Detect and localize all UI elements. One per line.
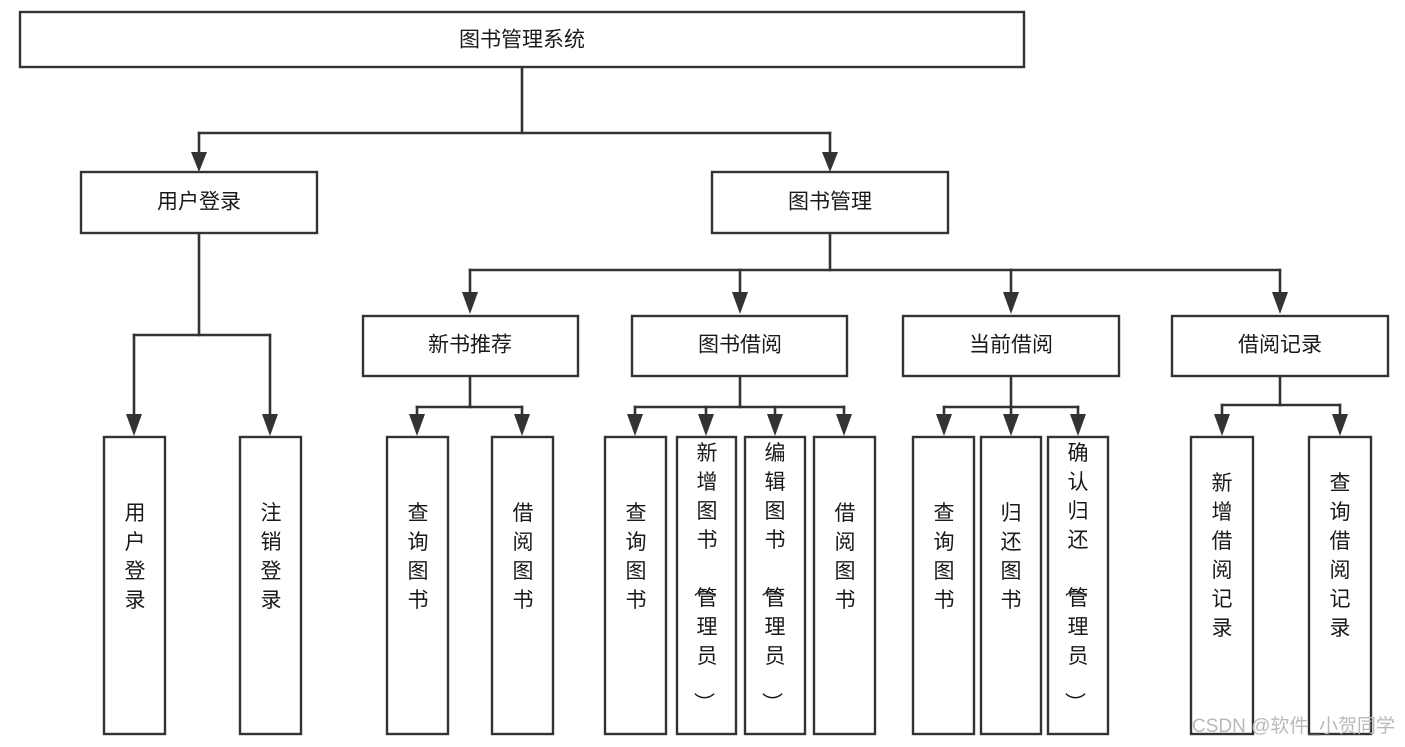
connector-group-user-login-children [126, 231, 278, 436]
node-leaf-add-record[interactable]: 新增借阅记录 [1189, 435, 1255, 736]
watermark-label: CSDN @软件_小贺同学 [1192, 715, 1395, 737]
arrow-to-leaf-query-book-3-icon [936, 414, 952, 436]
node-root-label: 图书管理系统 [459, 29, 585, 52]
connector-group-book-borrow-children [627, 374, 852, 436]
node-user-login[interactable]: 用户登录 [79, 170, 319, 235]
node-leaf-edit-book-box[interactable] [743, 435, 807, 736]
node-current-borrow-box[interactable] [901, 314, 1121, 378]
arrow-to-leaf-borrow-book-2-icon [836, 414, 852, 436]
node-leaf-query-book-1-label: 查询图书 [408, 502, 429, 612]
node-user-login-box[interactable] [79, 170, 319, 235]
node-leaf-query-book-2-label: 查询图书 [626, 502, 647, 612]
connector-group-new-book-rec-children [409, 374, 530, 436]
node-borrow-record-box[interactable] [1170, 314, 1390, 378]
node-new-book-rec[interactable]: 新书推荐 [361, 314, 580, 378]
node-leaf-query-book-2[interactable]: 查询图书 [603, 435, 668, 736]
node-borrow-record[interactable]: 借阅记录 [1170, 314, 1390, 378]
node-leaf-query-book-1-box[interactable] [385, 435, 450, 736]
node-leaf-query-record-label: 查询借阅记录 [1330, 472, 1351, 640]
node-root-box[interactable] [18, 10, 1026, 69]
arrow-to-leaf-query-record-icon [1332, 414, 1348, 436]
node-borrow-record-label: 借阅记录 [1238, 334, 1322, 357]
node-leaf-query-record[interactable]: 查询借阅记录 [1307, 435, 1373, 736]
node-leaf-query-book-2-box[interactable] [603, 435, 668, 736]
arrow-to-current-borrow-icon [1003, 292, 1019, 314]
arrow-to-leaf-return-book-icon [1003, 414, 1019, 436]
arrow-to-leaf-confirm-return-icon [1070, 414, 1086, 436]
node-leaf-logout-box[interactable] [238, 435, 303, 736]
node-leaf-user-login[interactable]: 用户登录 [102, 435, 167, 736]
node-book-borrow-label: 图书借阅 [698, 334, 782, 357]
node-leaf-query-book-3-label: 查询图书 [934, 502, 955, 612]
node-current-borrow-label: 当前借阅 [969, 334, 1053, 357]
connector-group-current-borrow-children [936, 374, 1086, 436]
node-leaf-logout[interactable]: 注销登录 [238, 435, 303, 736]
node-leaf-confirm-return-label: 确认归还（管理员） [1063, 442, 1089, 713]
arrow-to-user-login-icon [191, 152, 207, 172]
node-leaf-query-record-box[interactable] [1307, 435, 1373, 736]
node-leaf-borrow-book-1-box[interactable] [490, 435, 555, 736]
node-leaf-borrow-book-1-label: 借阅图书 [513, 502, 534, 612]
node-leaf-query-book-3-box[interactable] [911, 435, 976, 736]
connector-group-root-to-level2 [191, 65, 838, 172]
arrow-to-leaf-query-book-2-icon [627, 414, 643, 436]
node-book-manage-label: 图书管理 [788, 191, 872, 214]
node-leaf-confirm-return-box[interactable] [1046, 435, 1110, 736]
node-book-borrow[interactable]: 图书借阅 [630, 314, 849, 378]
node-leaf-borrow-book-2-label: 借阅图书 [835, 502, 856, 612]
node-leaf-user-login-label: 用户登录 [125, 502, 146, 612]
node-leaf-edit-book-label: 编辑图书（管理员） [760, 442, 786, 713]
arrow-to-book-borrow-icon [732, 292, 748, 314]
node-leaf-user-login-box[interactable] [102, 435, 167, 736]
node-leaf-return-book-box[interactable] [979, 435, 1043, 736]
node-book-manage[interactable]: 图书管理 [710, 170, 950, 235]
arrow-to-leaf-user-login-icon [126, 414, 142, 436]
node-book-borrow-box[interactable] [630, 314, 849, 378]
arrow-to-leaf-add-book-icon [698, 414, 714, 436]
arrow-to-new-book-rec-icon [462, 292, 478, 314]
connector-group-book-manage-children [462, 231, 1288, 314]
node-root[interactable]: 图书管理系统 [18, 10, 1026, 69]
node-leaf-borrow-book-2-box[interactable] [812, 435, 877, 736]
node-current-borrow[interactable]: 当前借阅 [901, 314, 1121, 378]
node-leaf-borrow-book-2[interactable]: 借阅图书 [812, 435, 877, 736]
arrow-to-leaf-logout-icon [262, 414, 278, 436]
node-leaf-return-book[interactable]: 归还图书 [979, 435, 1043, 736]
node-leaf-add-book-box[interactable] [675, 435, 738, 736]
node-leaf-query-book-1[interactable]: 查询图书 [385, 435, 450, 736]
node-new-book-rec-label: 新书推荐 [428, 334, 512, 357]
node-leaf-add-book-label: 新增图书（管理员） [692, 442, 718, 713]
arrow-to-borrow-record-icon [1272, 292, 1288, 314]
node-leaf-query-book-3[interactable]: 查询图书 [911, 435, 976, 736]
node-leaf-add-record-label: 新增借阅记录 [1212, 472, 1233, 640]
node-book-manage-box[interactable] [710, 170, 950, 235]
arrow-to-book-manage-icon [822, 152, 838, 172]
arrow-to-leaf-borrow-book-1-icon [514, 414, 530, 436]
node-leaf-edit-book[interactable]: 编辑图书（管理员） [743, 435, 807, 736]
node-leaf-add-book[interactable]: 新增图书（管理员） [675, 435, 738, 736]
arrow-to-leaf-query-book-1-icon [409, 414, 425, 436]
node-user-login-label: 用户登录 [157, 191, 241, 214]
node-leaf-return-book-label: 归还图书 [1001, 502, 1022, 612]
node-leaf-confirm-return[interactable]: 确认归还（管理员） [1046, 435, 1110, 736]
arrow-to-leaf-add-record-icon [1214, 414, 1230, 436]
connector-group-borrow-record-children [1214, 374, 1348, 436]
node-leaf-borrow-book-1[interactable]: 借阅图书 [490, 435, 555, 736]
node-leaf-add-record-box[interactable] [1189, 435, 1255, 736]
node-leaf-logout-label: 注销登录 [261, 502, 282, 612]
node-new-book-rec-box[interactable] [361, 314, 580, 378]
arrow-to-leaf-edit-book-icon [767, 414, 783, 436]
